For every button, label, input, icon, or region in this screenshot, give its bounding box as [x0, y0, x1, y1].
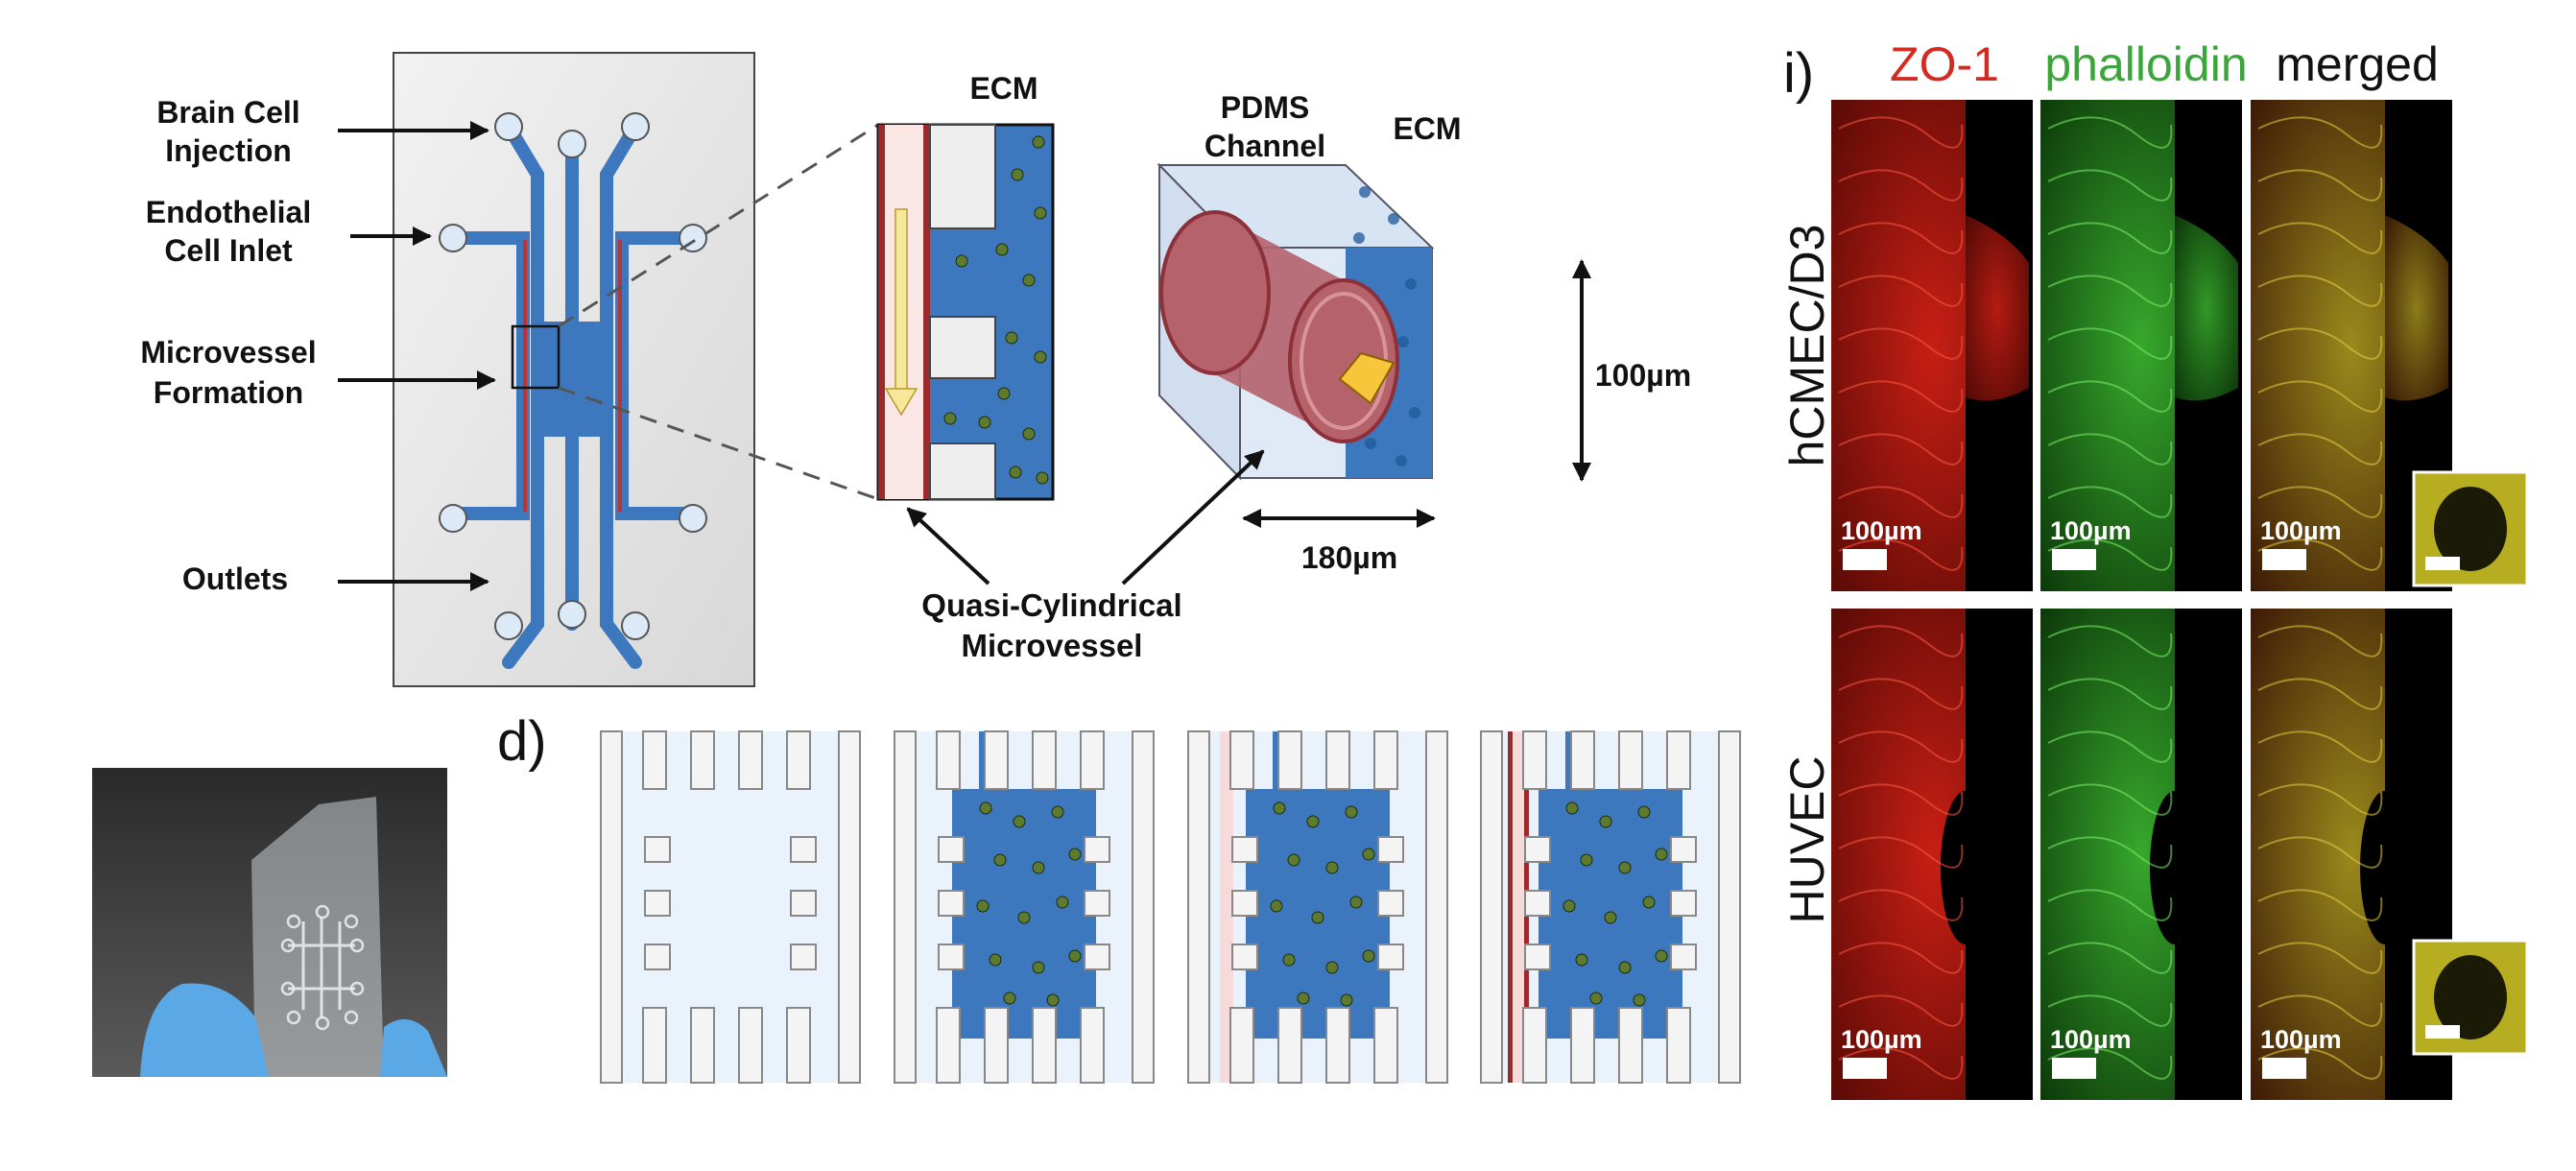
device-stage [600, 730, 861, 1084]
svg-text:Microvessel: Microvessel [962, 628, 1143, 663]
svg-text:Injection: Injection [165, 133, 292, 168]
svg-text:Endothelial: Endothelial [146, 195, 311, 229]
column-header-merged: merged [2276, 37, 2439, 91]
ecm-3d-label: ECM [1393, 111, 1461, 146]
arrow-to-2d-vessel [906, 507, 990, 586]
column-header-zo1: ZO-1 [1890, 37, 1999, 91]
svg-text:Microvessel: Microvessel [140, 335, 316, 370]
device-stage [1480, 730, 1741, 1084]
pdms-channel-label-2: Channel [1205, 129, 1325, 163]
micrograph-tile: 100µm [2251, 100, 2529, 591]
chip-schematic [393, 52, 755, 687]
panel-letter-i: i) [1783, 42, 1814, 105]
svg-text:Brain Cell: Brain Cell [156, 95, 299, 130]
brain-cell-injection-label: Brain Cell Injection [156, 95, 299, 168]
ecm-cross-section [876, 123, 1055, 501]
scale-bar-label: 100µm [2260, 1025, 2342, 1054]
outlets-label: Outlets [182, 562, 288, 596]
micrograph-tile: 100µm [1831, 609, 2033, 1100]
micrograph-grid: 100µm 100µm 100µm 100µm 100µm 100µm [1831, 100, 2529, 1100]
panel-letter-d: d) [497, 710, 547, 773]
device-stage [1187, 730, 1448, 1084]
microvessel-label: Quasi-Cylindrical Microvessel [921, 587, 1181, 663]
row-label-huvec: HUVEC [1780, 755, 1834, 923]
endothelial-cell-inlet-label: Endothelial Cell Inlet [146, 195, 311, 268]
row-label-hcmec: hCMEC/D3 [1780, 225, 1834, 467]
scale-bar-label: 100µm [1841, 1025, 1922, 1054]
svg-text:Cell Inlet: Cell Inlet [164, 233, 293, 268]
device-stage [894, 730, 1155, 1084]
height-dimension-label: 100µm [1595, 358, 1691, 393]
microvessel-formation-label: Microvessel Formation [140, 335, 316, 410]
micrograph-tile: 100µm [2251, 609, 2529, 1100]
micrograph-tile: 100µm [1831, 100, 2033, 591]
pdms-channel-label: PDMS [1221, 90, 1309, 125]
chip-photo [92, 768, 447, 1077]
column-header-phalloidin: phalloidin [2044, 37, 2247, 91]
svg-text:Formation: Formation [154, 375, 303, 410]
zoom-lines [558, 123, 879, 501]
scale-bar-label: 100µm [1841, 516, 1922, 545]
width-dimension-label: 180µm [1301, 540, 1397, 575]
arrow-to-3d-vessel [1121, 449, 1265, 586]
ecm-label: ECM [969, 71, 1038, 106]
scale-bar-label: 100µm [2050, 516, 2132, 545]
scale-bar-label: 100µm [2050, 1025, 2132, 1054]
microvessel-3d-model [1157, 162, 1435, 481]
micrograph-tile: 100µm [2040, 609, 2242, 1100]
device-stages [600, 730, 1741, 1084]
svg-text:Quasi-Cylindrical: Quasi-Cylindrical [921, 587, 1181, 623]
scale-bar-label: 100µm [2260, 516, 2342, 545]
micrograph-tile: 100µm [2040, 100, 2242, 591]
